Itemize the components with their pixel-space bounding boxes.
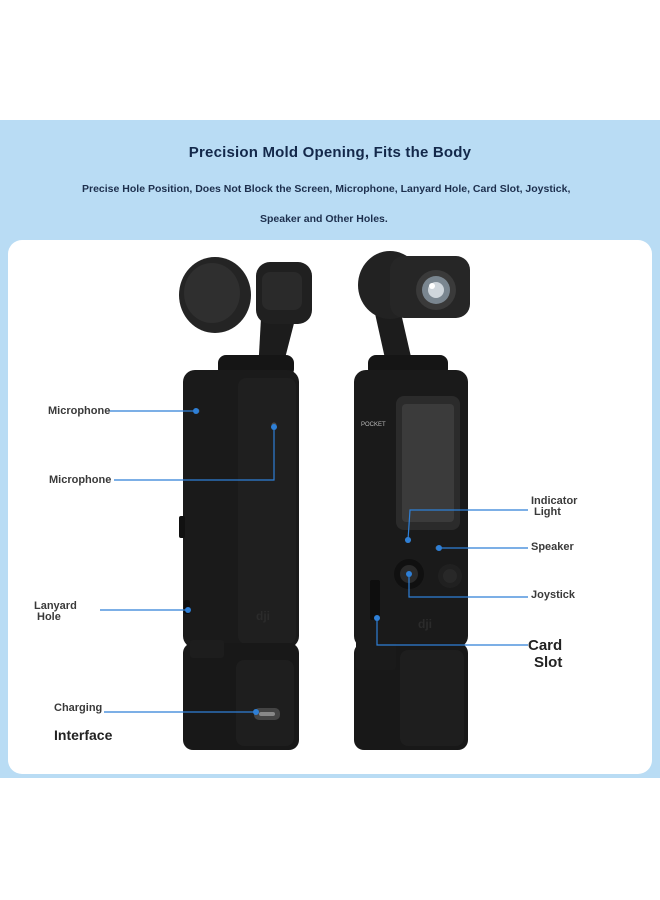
label-charging: Charging — [54, 702, 103, 714]
page-title: Precision Mold Opening, Fits the Body — [188, 144, 472, 161]
left-device: dji — [179, 257, 312, 750]
label-microphone-back: Microphone — [49, 474, 112, 486]
product-card — [8, 240, 652, 774]
label-card-line2: Slot — [534, 654, 563, 671]
leader-card-slot — [376, 618, 528, 646]
leader-microphone-back — [114, 428, 275, 481]
label-speaker: Speaker — [531, 541, 574, 553]
label-card-line1: Card — [528, 637, 563, 654]
label-microphone-top: Microphone — [48, 405, 111, 417]
leader-dots — [185, 408, 442, 715]
logo-mark-left: dji — [256, 609, 270, 623]
subtitle-line-2: Speaker and Other Holes. — [260, 213, 388, 225]
label-lanyard-line1: Lanyard — [34, 600, 77, 612]
logo-mark-right: dji — [418, 617, 432, 631]
brand-text: POCKET — [361, 422, 386, 428]
label-indicator-line2: Light — [534, 506, 561, 518]
label-lanyard-line2: Hole — [37, 611, 61, 623]
screen — [402, 404, 454, 522]
leader-joystick — [408, 574, 528, 598]
label-joystick: Joystick — [531, 589, 576, 601]
leader-lines — [100, 410, 528, 713]
subtitle-line-1: Precise Hole Position, Does Not Block th… — [82, 183, 571, 195]
label-interface: Interface — [54, 727, 113, 743]
label-indicator-line1: Indicator — [531, 495, 578, 507]
right-device: POCKET dji — [354, 251, 470, 750]
card-slot — [370, 580, 380, 620]
leader-indicator — [407, 509, 528, 541]
